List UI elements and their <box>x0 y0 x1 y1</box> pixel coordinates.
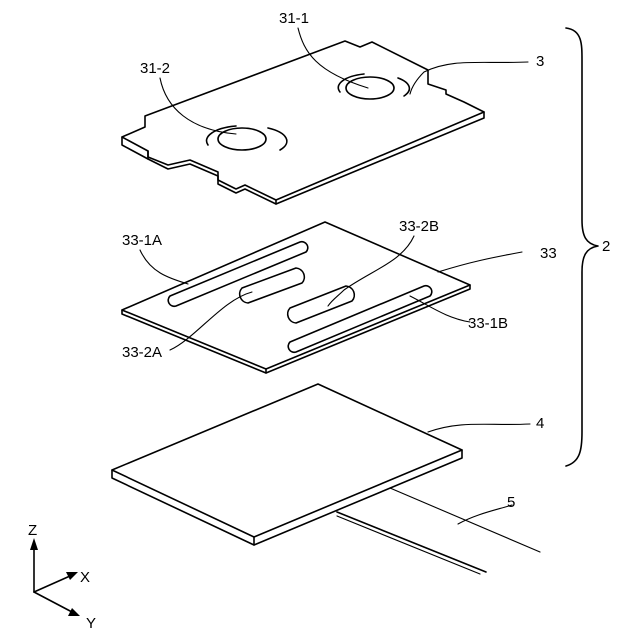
base-plate-4 <box>112 384 462 545</box>
label-33: 33 <box>540 245 557 262</box>
assembly-brace <box>566 28 598 466</box>
label-2: 2 <box>602 238 610 255</box>
axis-label-y: Y <box>86 615 96 632</box>
axis-label-z: Z <box>28 522 37 539</box>
axis-indicator <box>30 538 80 616</box>
label-4: 4 <box>536 415 544 432</box>
label-31-1: 31-1 <box>279 10 309 27</box>
label-3: 3 <box>536 53 544 70</box>
label-33-2a: 33-2A <box>122 344 162 361</box>
label-33-1a: 33-1A <box>122 232 162 249</box>
axis-label-x: X <box>80 569 90 586</box>
label-33-1b: 33-1B <box>468 315 508 332</box>
slit-sheet-33 <box>122 222 470 373</box>
top-plate-3 <box>122 41 484 204</box>
label-33-2b: 33-2B <box>399 218 439 235</box>
label-5: 5 <box>507 494 515 511</box>
label-31-2: 31-2 <box>140 60 170 77</box>
